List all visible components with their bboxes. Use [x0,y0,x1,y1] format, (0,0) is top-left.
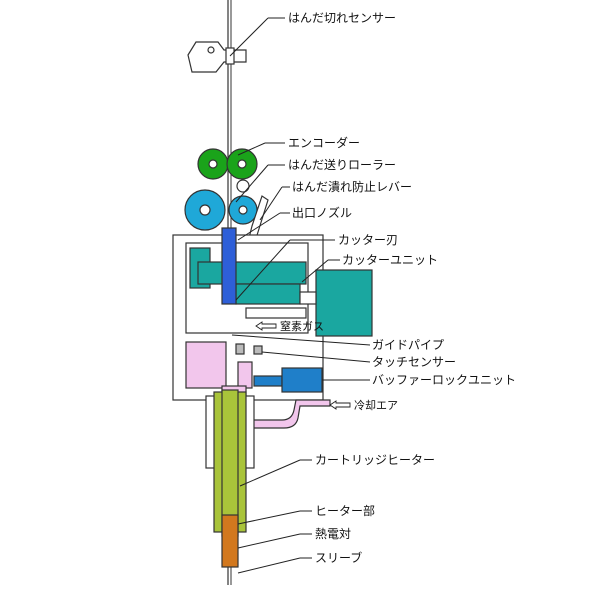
label-thermocouple: 熱電対 [315,527,351,541]
label-encoder: エンコーダー [288,135,360,150]
lever-roller [236,179,250,193]
heater-assembly [205,389,255,537]
leader-lines [229,17,371,574]
touch-sensor-block-a [235,343,245,355]
label-solder-break-sensor: はんだ切れセンサー [288,11,396,25]
label-nitrogen-gas: 窒素ガス [280,319,324,333]
label-solder-crush-prevent-lever: はんだ潰れ防止レバー [292,179,412,194]
label-cutter-unit: カッターユニット [342,253,438,267]
label-guide-pipe: ガイドパイプ [372,338,444,352]
touch-sensor-block-b [253,345,263,355]
label-heater-part: ヒーター部 [315,503,375,518]
label-sleeve: スリーブ [315,550,362,565]
buffer-lock-unit [253,367,323,393]
label-outlet-nozzle: 出口ノズル [292,205,352,220]
label-touch-sensor: タッチセンサー [372,355,456,369]
cooling-air-arrow-icon [329,400,351,410]
label-buffer-lock-unit: バッファーロックユニット [372,373,516,387]
nitrogen-arrow-icon [255,321,277,331]
encoder-rollers [197,148,258,180]
label-cutter-blade: カッター刃 [338,233,398,247]
feed-rollers [184,189,258,231]
solder-break-sensor [187,41,247,73]
label-cartridge-heater: カートリッジヒーター [315,453,435,467]
label-solder-feed-roller: はんだ送りローラー [288,157,396,172]
cooling-air-pipe [247,399,331,429]
label-cooling-air: 冷却エア [354,399,398,412]
outlet-nozzle [221,227,237,305]
sleeve-part [221,514,239,568]
